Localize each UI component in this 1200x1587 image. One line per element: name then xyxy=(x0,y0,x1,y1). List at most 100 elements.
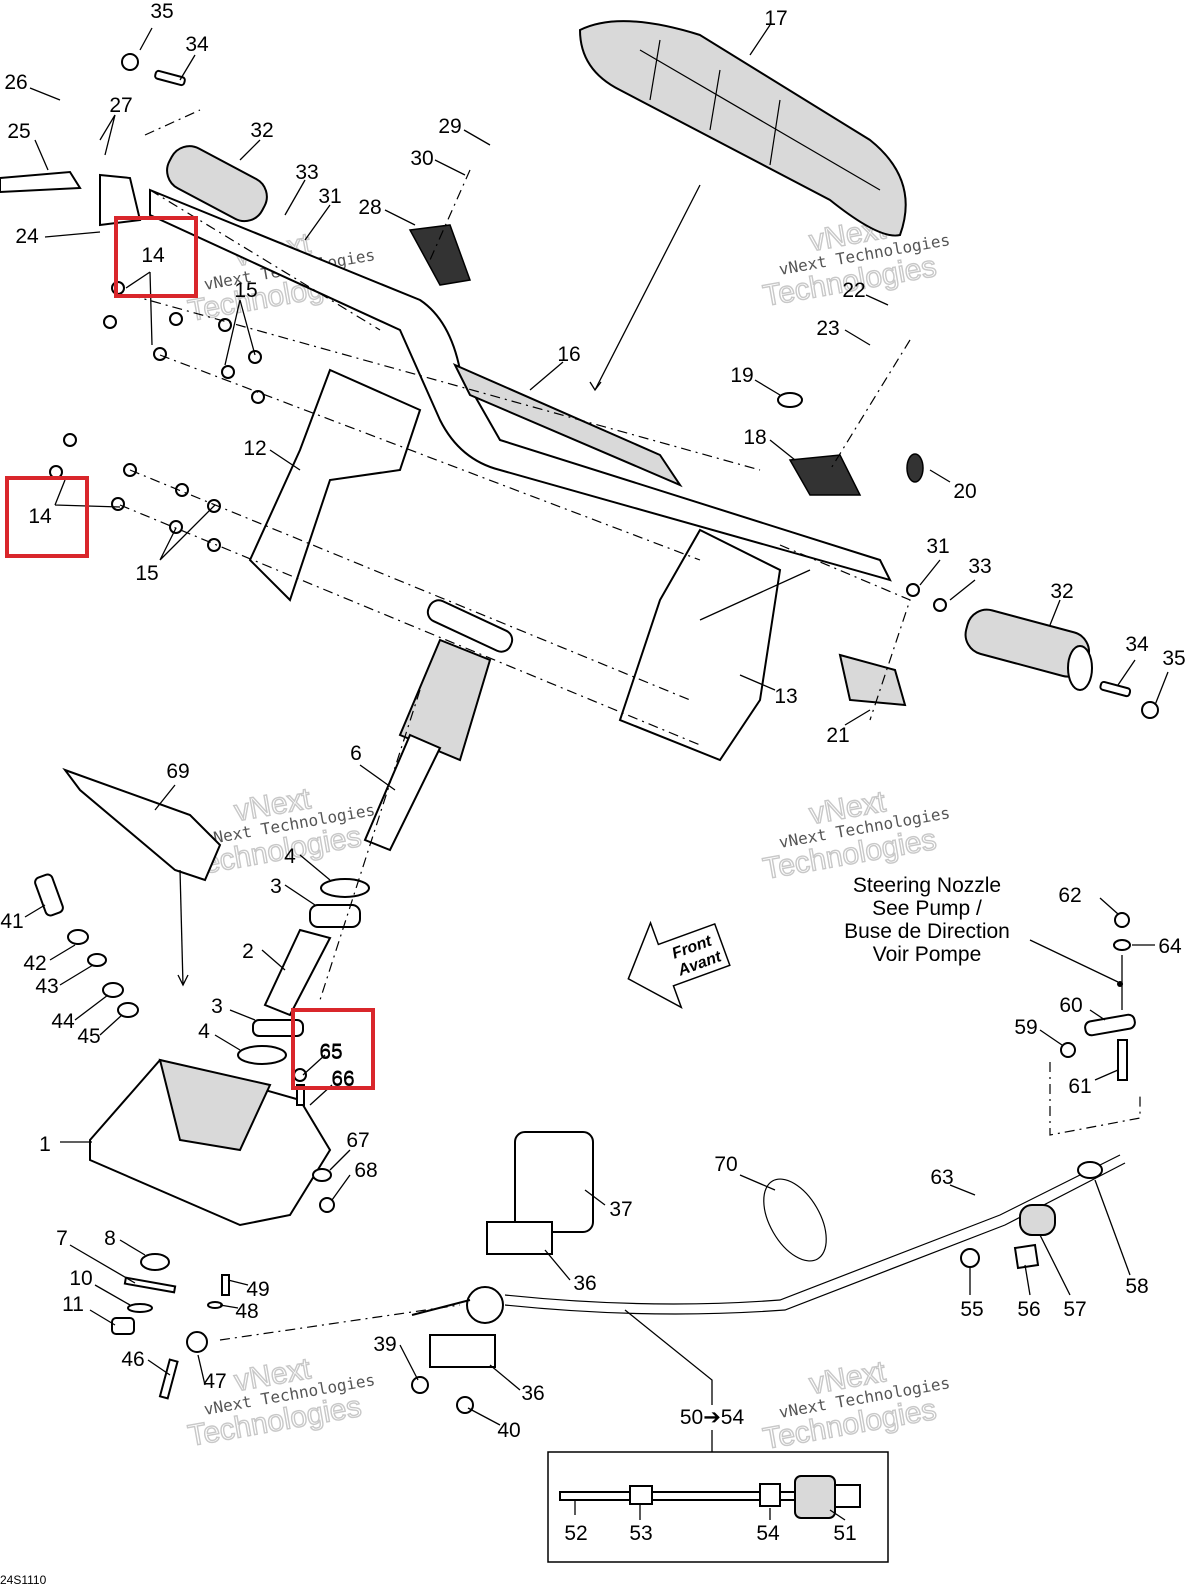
callout: 61 xyxy=(1068,1075,1091,1098)
front-arrow: Front Avant xyxy=(627,920,731,1010)
handlebar-pad-16 xyxy=(452,362,683,488)
callout: 26 xyxy=(4,71,27,94)
figure-ref: 24S1110 xyxy=(0,1573,47,1587)
callout: 27 xyxy=(109,94,132,117)
callout: 12 xyxy=(243,437,266,460)
cable-end-51 xyxy=(794,1475,836,1519)
callout: 22 xyxy=(842,279,865,302)
callout: 31 xyxy=(926,535,949,558)
handlebar-clamp-upper xyxy=(248,368,422,602)
plate-rib xyxy=(158,1058,272,1152)
callout: 67 xyxy=(346,1129,369,1152)
callout: 33 xyxy=(295,161,318,184)
callout: 4 xyxy=(198,1020,210,1043)
callout: 15 xyxy=(135,562,158,585)
bushing-57 xyxy=(1019,1204,1056,1236)
handlebar-tube xyxy=(149,188,892,582)
callout: 21 xyxy=(826,724,849,747)
callout: 17 xyxy=(764,7,787,30)
bearing-lower xyxy=(252,1019,304,1037)
column-tee xyxy=(426,599,514,653)
callout: 45 xyxy=(77,1025,100,1048)
seal-58 xyxy=(1077,1161,1103,1179)
callout: 36 xyxy=(521,1382,544,1405)
callout: 28 xyxy=(358,196,381,219)
callout: 56 xyxy=(1017,1298,1040,1321)
callout: 8 xyxy=(104,1227,116,1250)
callout: 47 xyxy=(203,1370,226,1393)
callout: 32 xyxy=(250,119,273,142)
washer-44 xyxy=(102,982,124,998)
callout: 23 xyxy=(816,317,839,340)
callout: 3 xyxy=(270,875,282,898)
callout: 34 xyxy=(1125,633,1149,656)
callout: 1 xyxy=(39,1133,51,1156)
callout: 37 xyxy=(609,1198,632,1221)
steering-cable xyxy=(411,912,1141,1414)
nut-59 xyxy=(1060,1042,1076,1058)
callout: 6 xyxy=(350,742,362,765)
callout-labels: 35 34 26 27 25 32 33 31 24 28 29 30 17 2… xyxy=(0,0,1185,1545)
watermark: vNext vNext Technologies Technologies xyxy=(760,1354,951,1456)
callout: 25 xyxy=(7,120,30,143)
callout: 7 xyxy=(56,1227,68,1250)
svg-text:See Pump /: See Pump / xyxy=(872,897,982,920)
callout: 32 xyxy=(1050,580,1073,603)
callout: 11 xyxy=(62,1293,84,1316)
callout: 68 xyxy=(354,1159,377,1182)
callout: 55 xyxy=(960,1298,983,1321)
callout: 24 xyxy=(15,225,39,248)
highlight-box xyxy=(114,216,198,298)
callout: 36 xyxy=(573,1272,596,1295)
nut-42 xyxy=(67,929,89,945)
callout: 52 xyxy=(564,1522,587,1545)
cable-clamp-36-upper xyxy=(486,1221,553,1255)
cover-piece xyxy=(838,653,907,707)
handlebar-clamp-lower xyxy=(618,528,782,762)
callout: 20 xyxy=(953,480,976,503)
grommet xyxy=(906,453,924,483)
leader-lines xyxy=(24,24,1169,1521)
bushing-8 xyxy=(140,1253,170,1271)
highlight-box xyxy=(291,1008,375,1090)
spacer xyxy=(777,392,803,408)
callout: 40 xyxy=(497,1419,520,1442)
watermarks: vNext vNext Technologies Technologies vN… xyxy=(185,211,951,1456)
switch-housing-left xyxy=(408,224,472,286)
handlebar-assembly xyxy=(0,20,1159,762)
steering-column-shaft xyxy=(363,733,442,852)
plate-7 xyxy=(123,1276,177,1294)
callout: 62 xyxy=(1058,884,1081,907)
steering-nozzle-note: Steering Nozzle See Pump / Buse de Direc… xyxy=(844,874,1123,987)
callout: 59 xyxy=(1014,1016,1037,1039)
svg-text:Buse de Direction: Buse de Direction xyxy=(844,920,1010,943)
callout: 66 xyxy=(331,1068,354,1091)
callout: 46 xyxy=(121,1348,144,1371)
watermark: vNext vNext Technologies Technologies xyxy=(185,1351,376,1453)
cable-clamp-36-lower xyxy=(429,1334,496,1368)
cable-end-stud xyxy=(34,873,64,917)
callout: 14 xyxy=(141,244,165,267)
callout: 4 xyxy=(284,845,296,868)
screw-49 xyxy=(221,1274,230,1296)
callout: 39 xyxy=(373,1333,396,1356)
nut-40 xyxy=(456,1396,474,1414)
handlebar-cover xyxy=(578,20,907,237)
washer-10 xyxy=(127,1303,153,1313)
range-label: 50➔54 xyxy=(680,1406,745,1429)
nut-62 xyxy=(1114,912,1130,928)
cable-inset xyxy=(547,1430,889,1563)
callout: 51 xyxy=(833,1522,856,1545)
callout: 33 xyxy=(968,555,991,578)
grip-right xyxy=(964,608,1093,691)
switch-housing-right xyxy=(788,454,862,496)
callout: 2 xyxy=(242,940,254,963)
callout: 15 xyxy=(234,279,257,302)
callout: 34 xyxy=(185,33,209,56)
steering-base xyxy=(34,767,335,1227)
nut-45 xyxy=(117,1002,139,1018)
bearing-upper xyxy=(309,904,361,928)
callout: 29 xyxy=(438,115,461,138)
bushing-lower xyxy=(237,1045,287,1065)
nut-68 xyxy=(319,1197,335,1213)
